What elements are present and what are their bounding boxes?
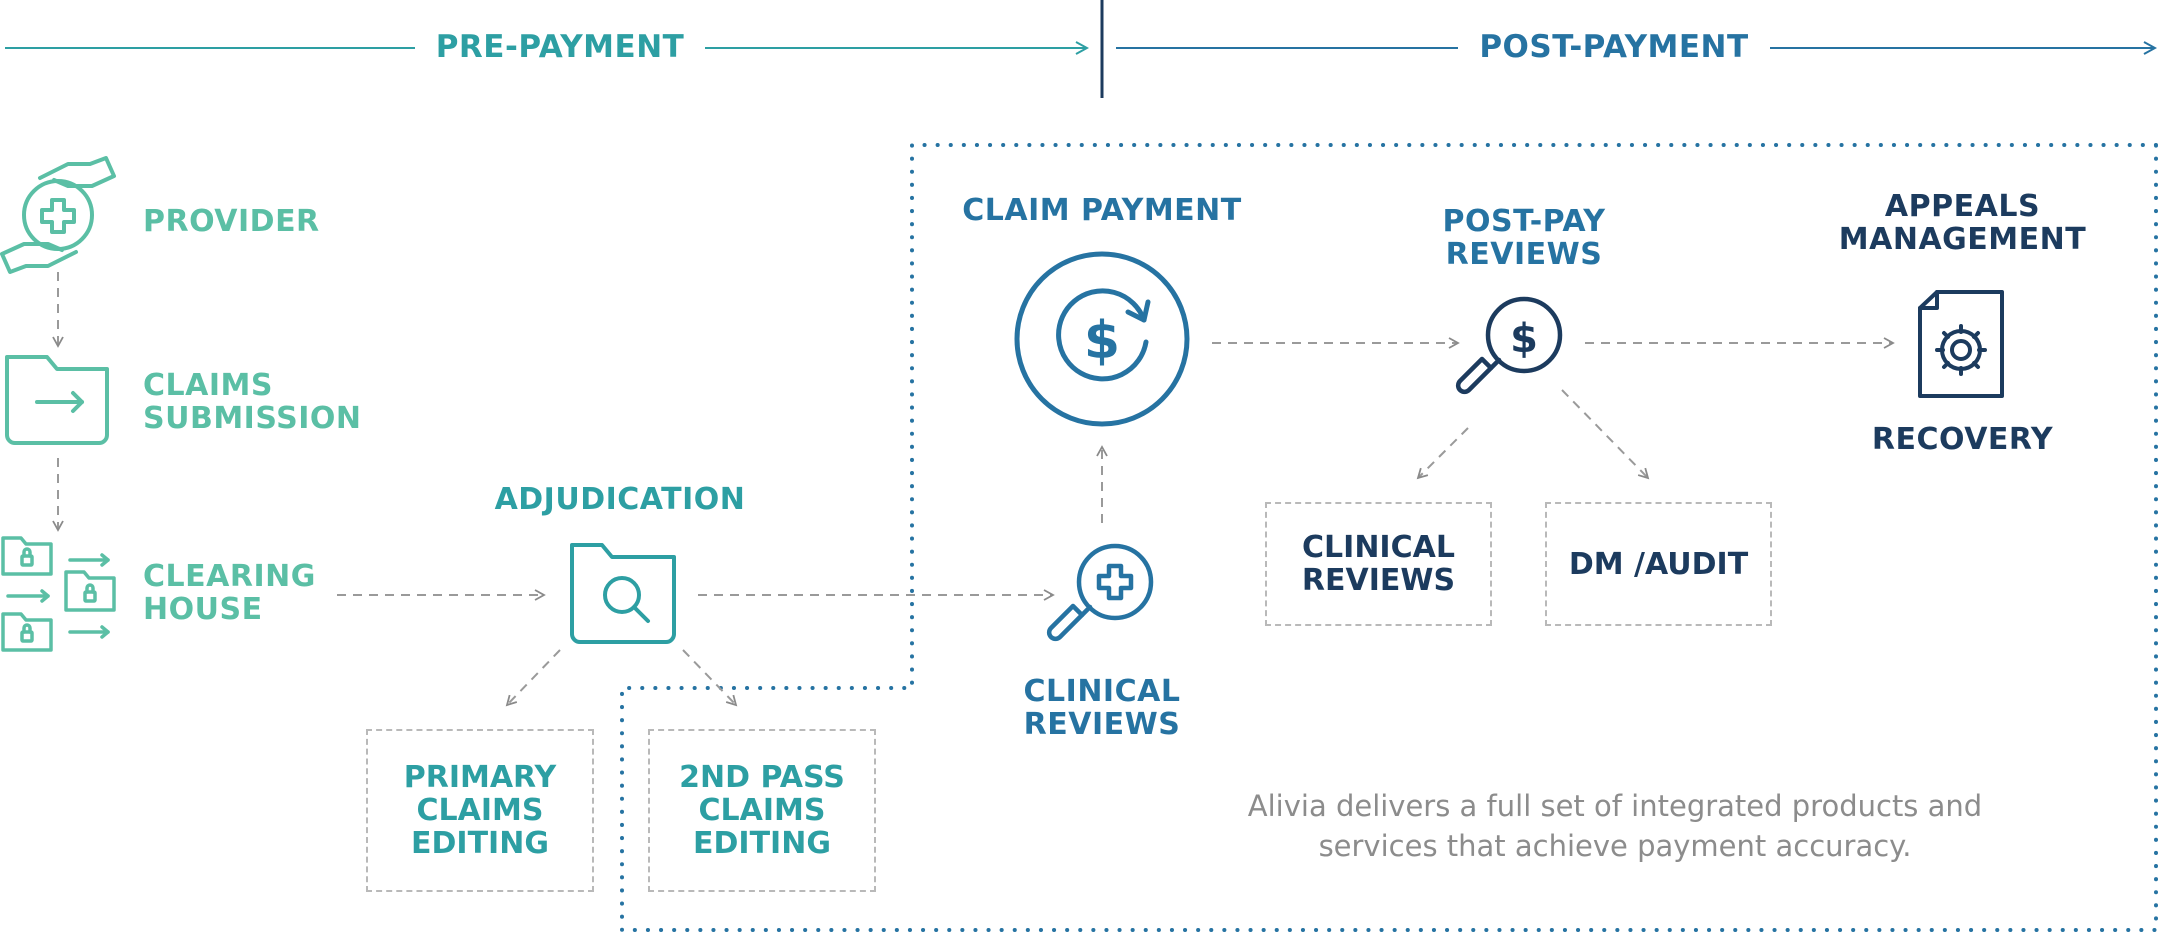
svg-text:$: $ bbox=[1510, 316, 1538, 362]
recovery-label: RECOVERY bbox=[1871, 422, 2054, 457]
connector-post-pay-to-clinical-reviews bbox=[1416, 427, 1469, 480]
second-pass-claims-editing-box: 2ND PASS CLAIMS EDITING bbox=[648, 729, 876, 892]
flow-connectors bbox=[52, 272, 1895, 707]
magnifier-medical-cross-icon bbox=[1046, 543, 1154, 642]
post-pay-reviews-line-1: POST-PAY bbox=[1442, 204, 1606, 239]
document-gear-icon bbox=[1918, 290, 2004, 398]
connector-adjudication-to-primary-editing bbox=[505, 649, 561, 707]
svg-text:$: $ bbox=[1084, 311, 1120, 371]
clinical-reviews-post-line-1: CLINICAL bbox=[1302, 530, 1455, 565]
integrated-solutions-region bbox=[620, 143, 2158, 932]
hands-medical-cross-icon bbox=[0, 156, 116, 274]
clearing-house-line-1: CLEARING bbox=[143, 559, 316, 594]
dollar-refresh-circle-icon: $ bbox=[1014, 251, 1190, 427]
clinical-reviews-post-box: CLINICAL REVIEWS bbox=[1265, 502, 1492, 626]
locked-folders-transfer-icon bbox=[1, 536, 116, 652]
primary-claims-editing-box: PRIMARY CLAIMS EDITING bbox=[366, 729, 594, 892]
appeals-management-line-1: APPEALS bbox=[1884, 189, 2041, 224]
connector-post-pay-to-dm-audit bbox=[1561, 389, 1650, 480]
claims-submission-line-2: SUBMISSION bbox=[143, 401, 362, 436]
pre-payment-header: PRE-PAYMENT bbox=[435, 29, 685, 65]
dm-audit-box: DM /AUDIT bbox=[1545, 502, 1772, 626]
clearing-house-line-2: HOUSE bbox=[143, 592, 263, 627]
clinical-reviews-label: CLINICAL REVIEWS bbox=[992, 675, 1212, 741]
clinical-reviews-post-line-2: REVIEWS bbox=[1301, 563, 1456, 598]
adjudication-label: ADJUDICATION bbox=[494, 482, 746, 517]
primary-claims-editing-line-3: EDITING bbox=[411, 826, 549, 861]
post-payment-header: POST-PAYMENT bbox=[1479, 29, 1749, 65]
clinical-reviews-line-2: REVIEWS bbox=[1023, 707, 1181, 742]
provider-label: PROVIDER bbox=[143, 204, 320, 239]
clearing-house-label: CLEARING HOUSE bbox=[143, 560, 316, 626]
appeals-management-line-2: MANAGEMENT bbox=[1838, 222, 2087, 257]
second-pass-claims-editing-line-3: EDITING bbox=[693, 826, 831, 861]
primary-claims-editing-line-2: CLAIMS bbox=[416, 793, 544, 828]
connector-adjudication-to-second-pass bbox=[682, 649, 738, 707]
tagline: Alivia delivers a full set of integrated… bbox=[1150, 786, 2080, 866]
magnifier-dollar-icon: $ bbox=[1455, 296, 1563, 395]
folder-arrow-icon bbox=[5, 355, 109, 445]
tagline-line-2: services that achieve payment accuracy. bbox=[1318, 829, 1912, 863]
second-pass-claims-editing-line-2: CLAIMS bbox=[698, 793, 826, 828]
dm-audit-label: DM /AUDIT bbox=[1568, 546, 1749, 582]
claim-payment-label: CLAIM PAYMENT bbox=[962, 193, 1242, 228]
post-pay-reviews-line-2: REVIEWS bbox=[1445, 237, 1603, 272]
clinical-reviews-line-1: CLINICAL bbox=[1023, 674, 1181, 709]
second-pass-claims-editing-line-1: 2ND PASS bbox=[679, 760, 845, 795]
post-pay-reviews-label: POST-PAY REVIEWS bbox=[1414, 205, 1634, 271]
folder-search-icon bbox=[570, 543, 676, 644]
claims-submission-line-1: CLAIMS bbox=[143, 368, 273, 403]
claims-submission-label: CLAIMS SUBMISSION bbox=[143, 369, 362, 435]
appeals-management-label: APPEALS MANAGEMENT bbox=[1810, 190, 2115, 256]
tagline-line-1: Alivia delivers a full set of integrated… bbox=[1247, 789, 1983, 823]
primary-claims-editing-line-1: PRIMARY bbox=[403, 760, 557, 795]
